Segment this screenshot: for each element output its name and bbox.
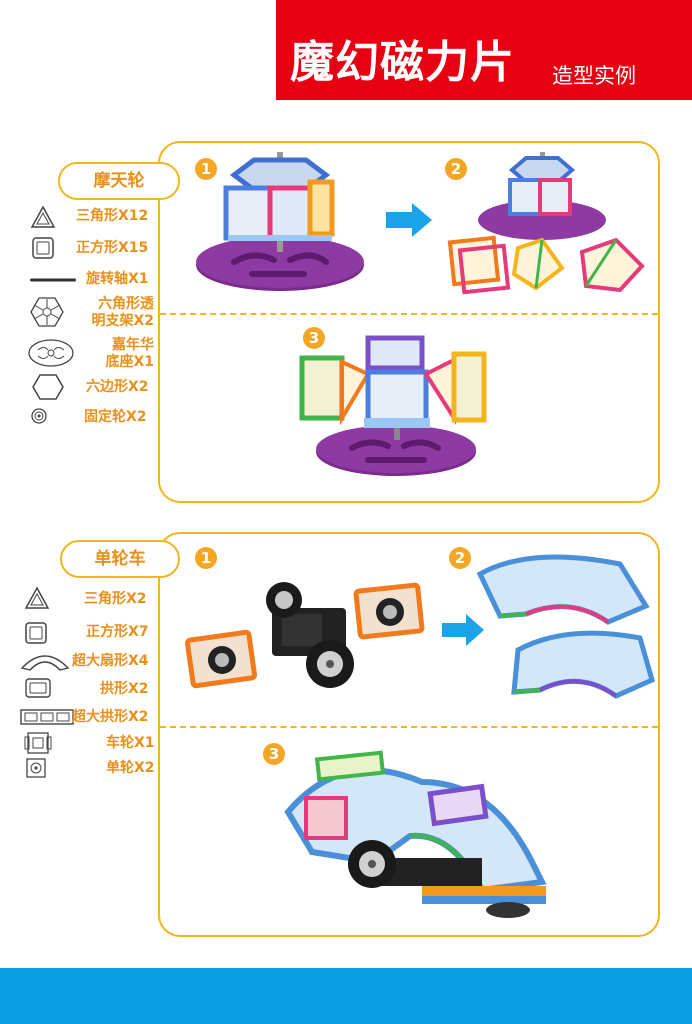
square-tile-icon xyxy=(32,237,54,259)
carnival-base-icon xyxy=(28,339,74,367)
unicycle-step1-illustration xyxy=(184,582,425,689)
step-number: 2 xyxy=(445,158,467,180)
step-number: 2 xyxy=(449,547,471,569)
section-title-ferris-wheel: 摩天轮 xyxy=(58,162,180,200)
large-fan-tile-icon xyxy=(20,655,70,671)
part-label: 单轮X2 xyxy=(106,760,155,776)
unicycle-step2-illustration xyxy=(476,554,656,699)
part-label: 嘉年华 底座X1 xyxy=(105,337,154,370)
footer-bar xyxy=(0,968,692,1024)
part-label: 超大拱形X2 xyxy=(72,709,149,725)
triangle-tile-icon xyxy=(30,205,56,228)
car-wheel-icon xyxy=(24,732,52,754)
fixed-wheel-icon xyxy=(31,408,47,424)
square-tile-icon xyxy=(25,622,47,644)
hexagon-tile-icon xyxy=(32,374,64,400)
ferris-wheel-step2-illustration xyxy=(447,152,645,295)
part-label: 超大扇形X4 xyxy=(72,653,149,669)
part-label: 拱形X2 xyxy=(100,681,149,697)
single-wheel-icon xyxy=(26,758,46,778)
step-number: 1 xyxy=(195,158,217,180)
ferris-wheel-panel xyxy=(158,141,660,503)
arrow-right-icon xyxy=(386,203,432,237)
part-label: 正方形X15 xyxy=(76,240,149,256)
ferris-wheel-step3-illustration xyxy=(299,335,487,476)
part-label: 正方形X7 xyxy=(86,624,149,640)
step-number: 3 xyxy=(263,743,285,765)
hexagon-bracket-icon xyxy=(30,297,64,327)
title-banner: 魔幻磁力片 造型实例 xyxy=(276,0,692,100)
rotating-axle-icon xyxy=(30,278,76,282)
part-label: 三角形X2 xyxy=(84,591,147,607)
step-number: 3 xyxy=(303,327,325,349)
step-divider xyxy=(160,726,658,728)
part-label: 三角形X12 xyxy=(76,208,149,224)
page-title: 魔幻磁力片 xyxy=(290,37,515,88)
step-number: 1 xyxy=(195,547,217,569)
arch-tile-icon xyxy=(25,678,51,698)
large-arch-tile-icon xyxy=(20,709,74,725)
part-label: 旋转轴X1 xyxy=(86,271,149,287)
part-label: 固定轮X2 xyxy=(84,409,147,425)
ferris-wheel-step1-illustration xyxy=(196,152,364,291)
part-label: 六边形X2 xyxy=(86,379,149,395)
arrow-right-icon xyxy=(442,614,484,646)
page-subtitle: 造型实例 xyxy=(552,64,636,88)
unicycle-panel xyxy=(158,532,660,937)
part-label: 六角形透 明支架X2 xyxy=(91,296,154,329)
step-divider xyxy=(160,313,658,315)
section-title-unicycle: 单轮车 xyxy=(60,540,180,578)
triangle-tile-icon xyxy=(24,586,50,609)
part-label: 车轮X1 xyxy=(106,735,155,751)
unicycle-step3-illustration xyxy=(284,750,547,918)
